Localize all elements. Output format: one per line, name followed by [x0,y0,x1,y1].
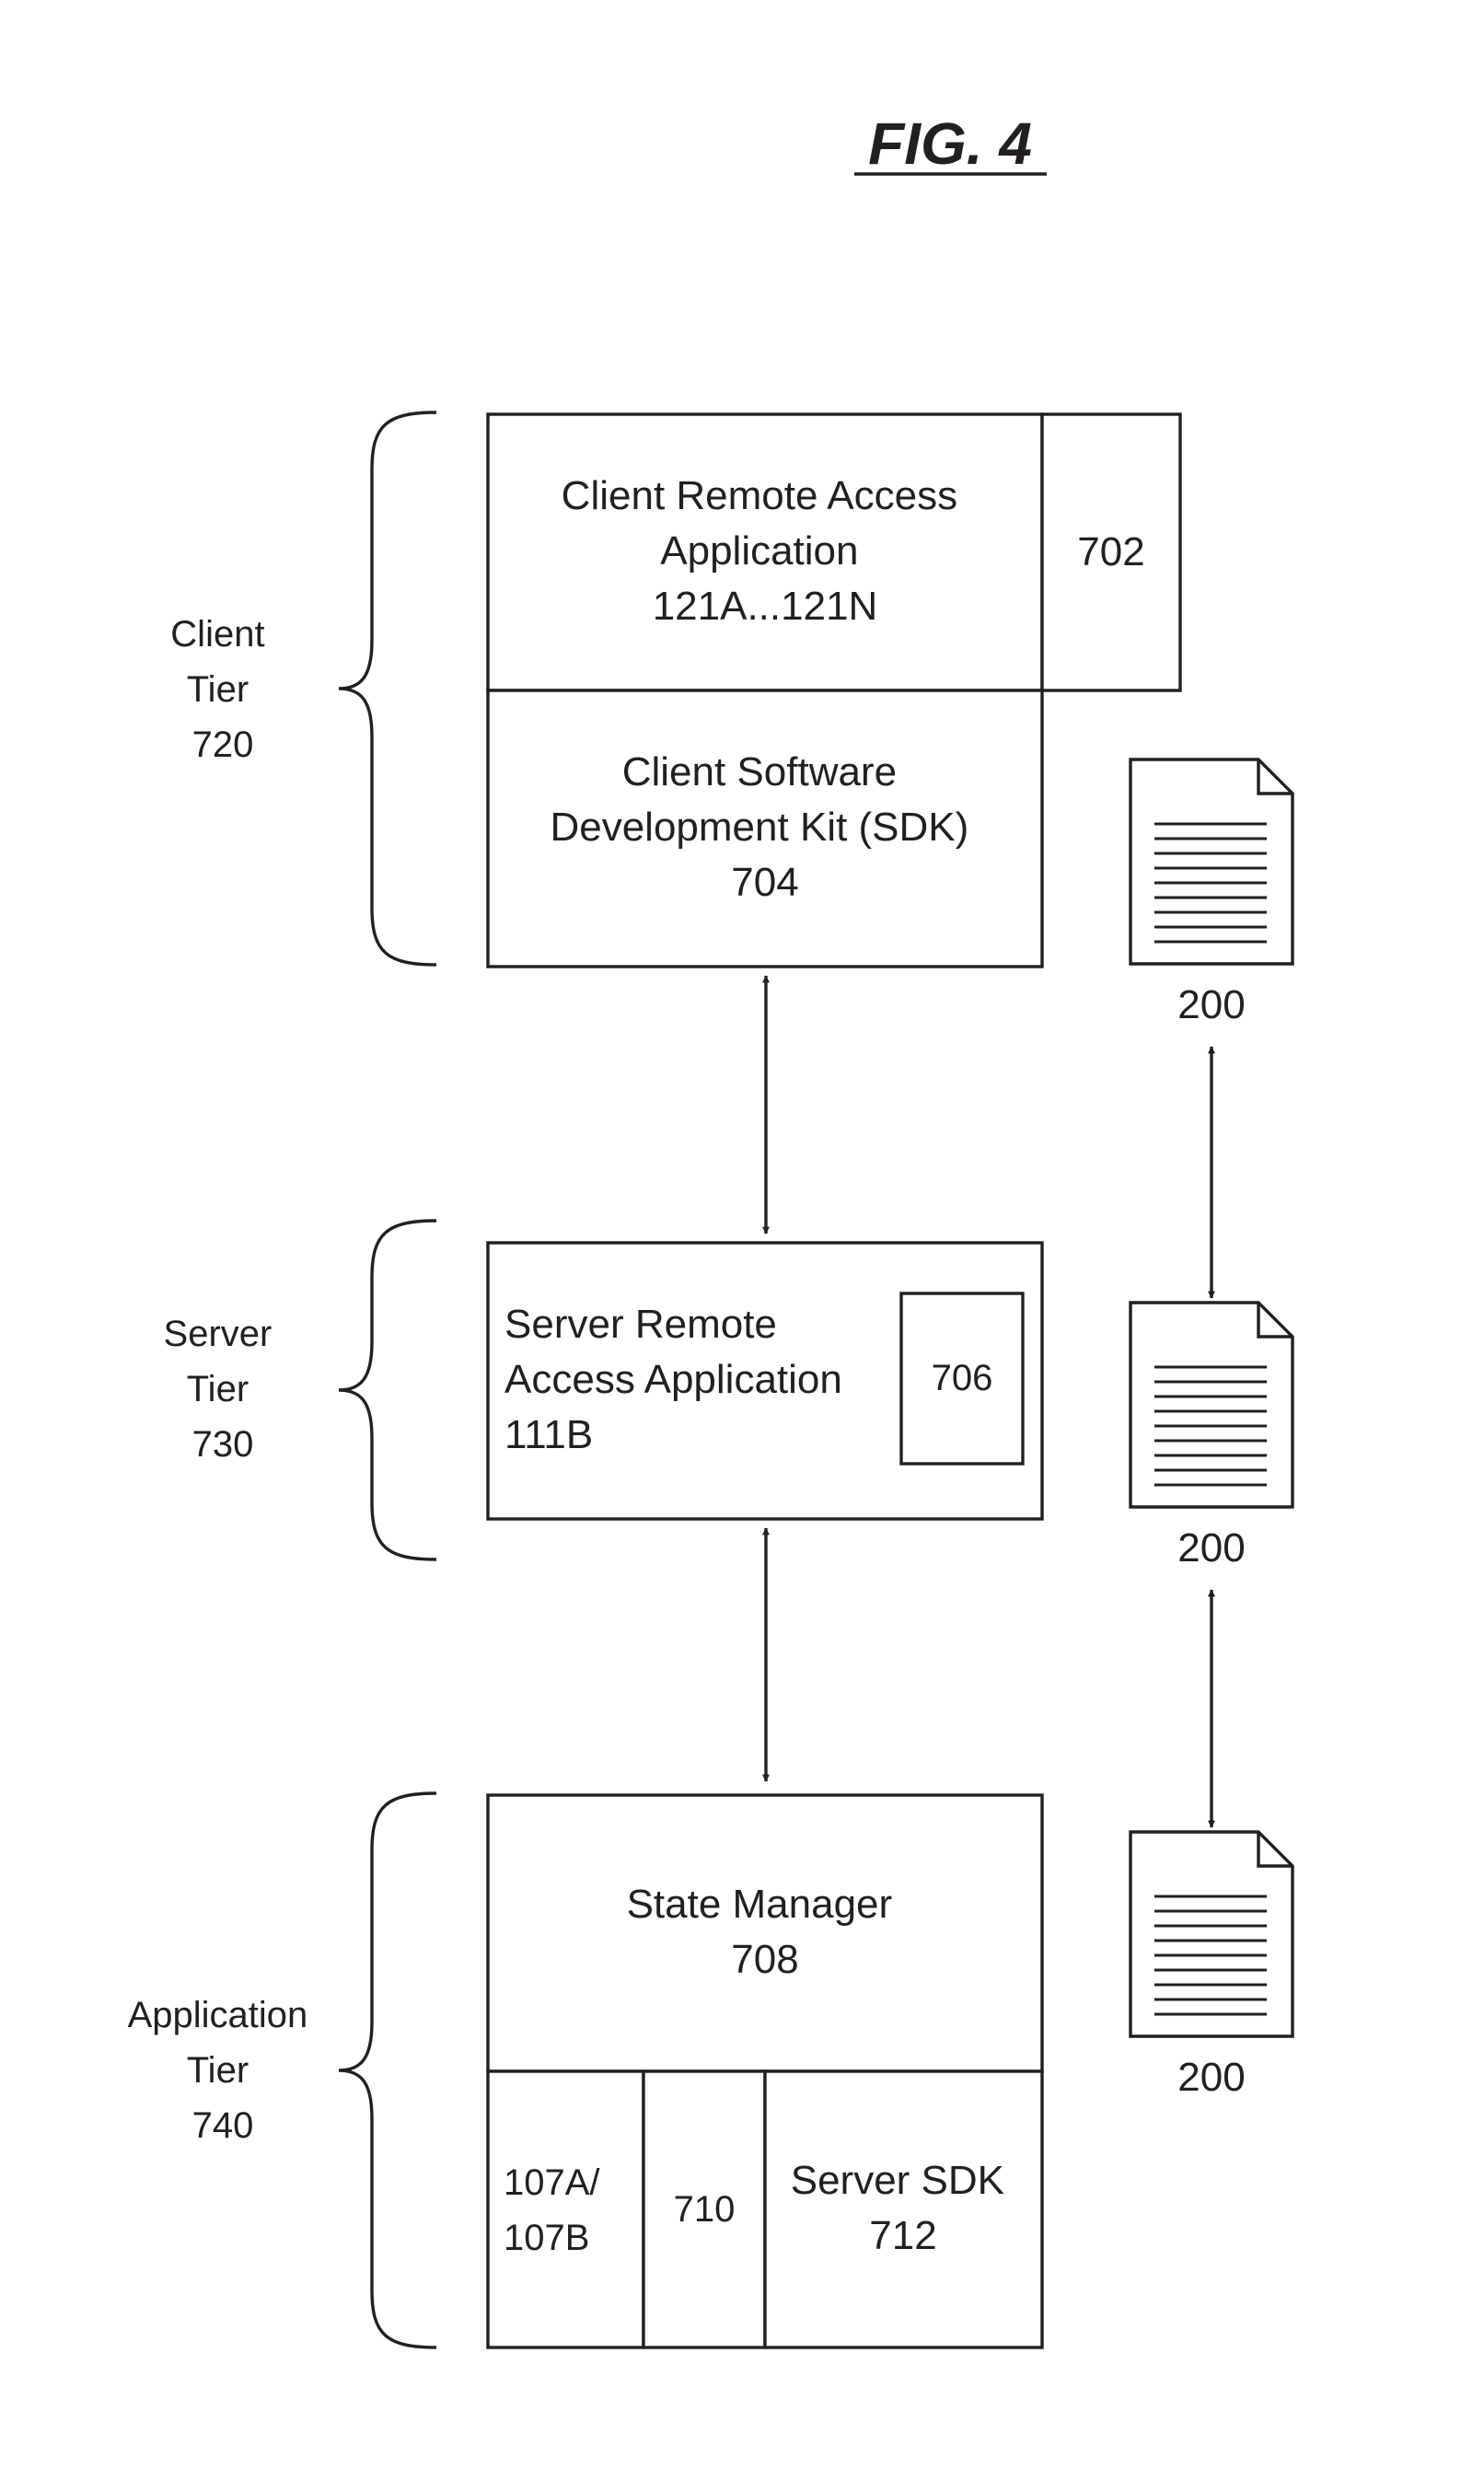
application-tier-brace [339,1793,436,2347]
client-tier-label: Client Tier 720 [170,614,274,765]
server-sdk-box [765,2071,1042,2347]
box-706-label: 706 [932,1358,993,1398]
document-label: 200 [1177,1525,1245,1571]
document-label: 200 [1177,2055,1245,2100]
client-tier-brace [339,412,436,965]
server-tier-name: Server [164,1314,272,1354]
client-tier-number: 720 [192,724,254,765]
box-702-label: 702 [1077,529,1144,574]
document-label: 200 [1177,982,1245,1027]
application-tier-word: Tier [187,2050,249,2091]
application-tier-label: Application Tier 740 [128,1995,319,2146]
state-manager-box [488,1795,1042,2071]
box-710-label: 710 [674,2189,736,2230]
server-tier-word: Tier [187,1369,249,1409]
application-tier-number: 740 [192,2105,254,2146]
server-tier-label: Server Tier 730 [164,1314,283,1465]
application-tier-name: Application [128,1995,308,2035]
client-tier-name: Client [170,614,264,655]
server-tier-brace [339,1221,436,1559]
document-icon [1130,1303,1293,1507]
client-tier-word: Tier [187,669,249,710]
box-107 [488,2071,643,2347]
document-icon [1130,759,1293,964]
document-icon [1130,1832,1293,2036]
figure-title: FIG. 4 [868,110,1032,177]
server-tier-number: 730 [192,1424,254,1465]
